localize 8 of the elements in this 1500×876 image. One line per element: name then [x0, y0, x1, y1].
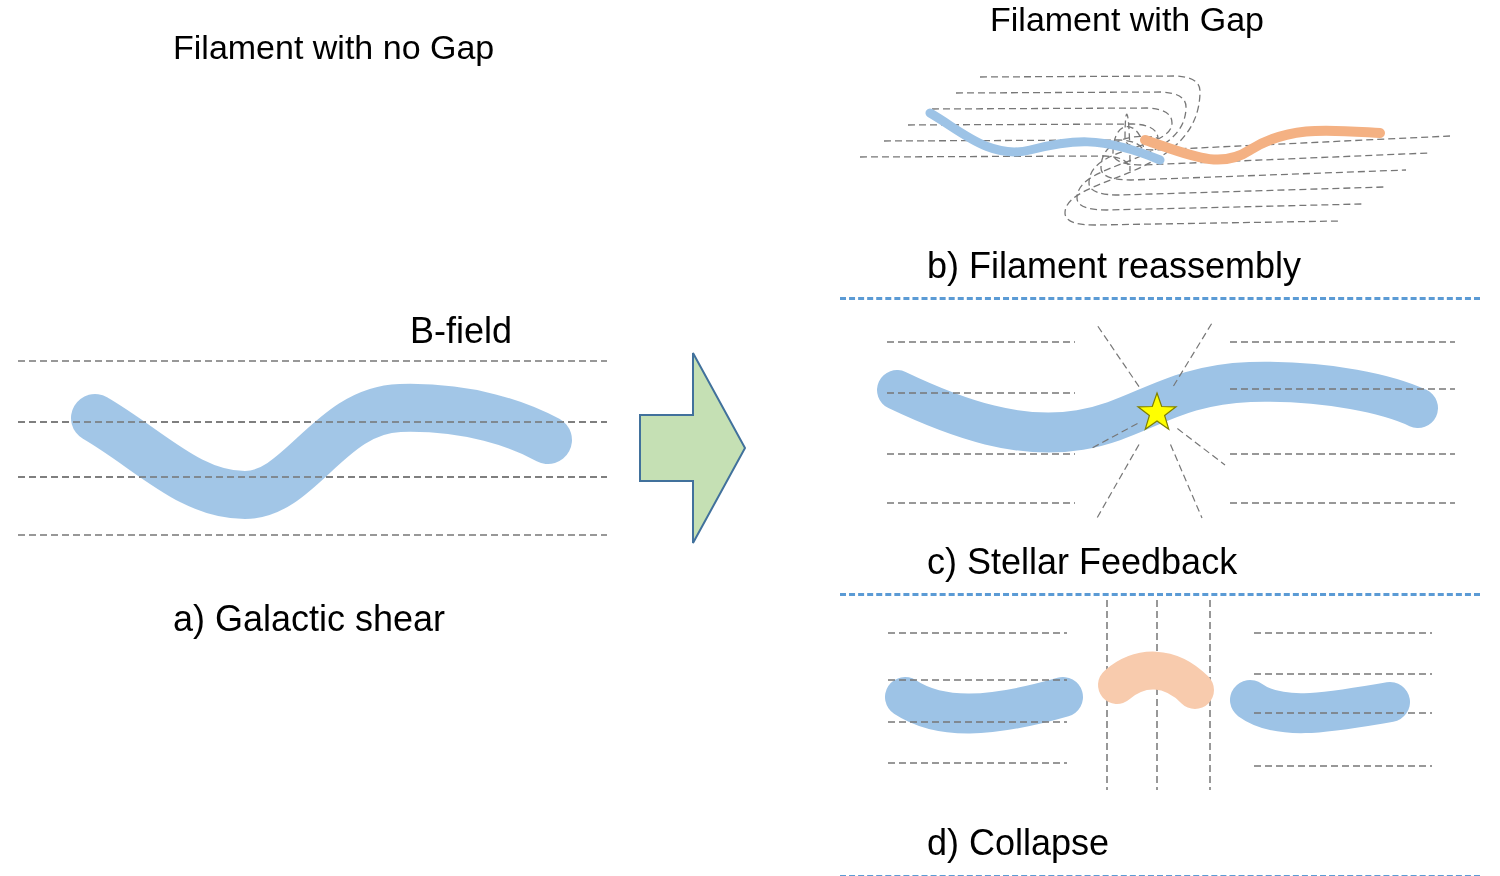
block-arrow — [639, 352, 747, 544]
field-label: B-field — [410, 310, 513, 352]
panel-caption: a) Galactic shear — [173, 598, 446, 640]
panel-caption: d) Collapse — [927, 822, 1110, 864]
panel-caption: c) Stellar Feedback — [927, 541, 1238, 583]
heading: Filament with no Gap — [173, 28, 495, 67]
panel-caption: b) Filament reassembly — [927, 245, 1302, 287]
heading: Filament with Gap — [990, 0, 1264, 39]
